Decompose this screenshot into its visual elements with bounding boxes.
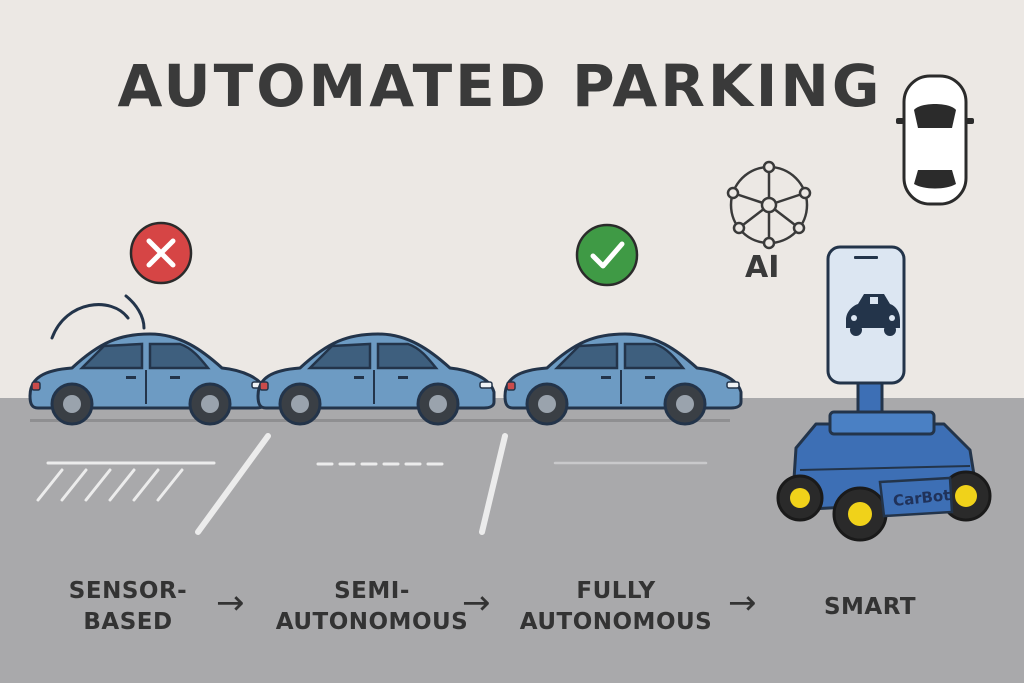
stage-semi-autonomous: SEMI- AUTONOMOUS (272, 576, 472, 638)
right-arrow-icon: → (216, 583, 245, 623)
stage-smart: SMART (800, 592, 940, 623)
stage-sensor-based: SENSOR- BASED (48, 576, 208, 638)
stage-line: BASED (83, 609, 173, 635)
parking-lines (36, 433, 708, 535)
ai-label: AI (745, 250, 780, 285)
sensor-wave-icon (50, 294, 146, 340)
ai-network-icon (726, 160, 812, 250)
carbot-robot (776, 245, 992, 542)
stage-line: SMART (823, 594, 917, 620)
stage-line: SEMI- (334, 578, 410, 604)
stage-line: AUTONOMOUS (519, 609, 713, 635)
top-view-car-icon (896, 74, 974, 206)
stage-line: SENSOR- (68, 578, 188, 604)
x-mark-icon (129, 221, 193, 285)
stage-line: AUTONOMOUS (275, 609, 469, 635)
car-icon (846, 294, 900, 336)
stage-fully-autonomous: FULLY AUTONOMOUS (518, 576, 714, 638)
page-title: AUTOMATED PARKING (117, 52, 883, 120)
right-arrow-icon: → (462, 583, 491, 623)
check-mark-icon (575, 223, 639, 287)
curb-line (30, 419, 730, 422)
right-arrow-icon: → (728, 583, 757, 623)
stage-line: FULLY (576, 578, 656, 604)
